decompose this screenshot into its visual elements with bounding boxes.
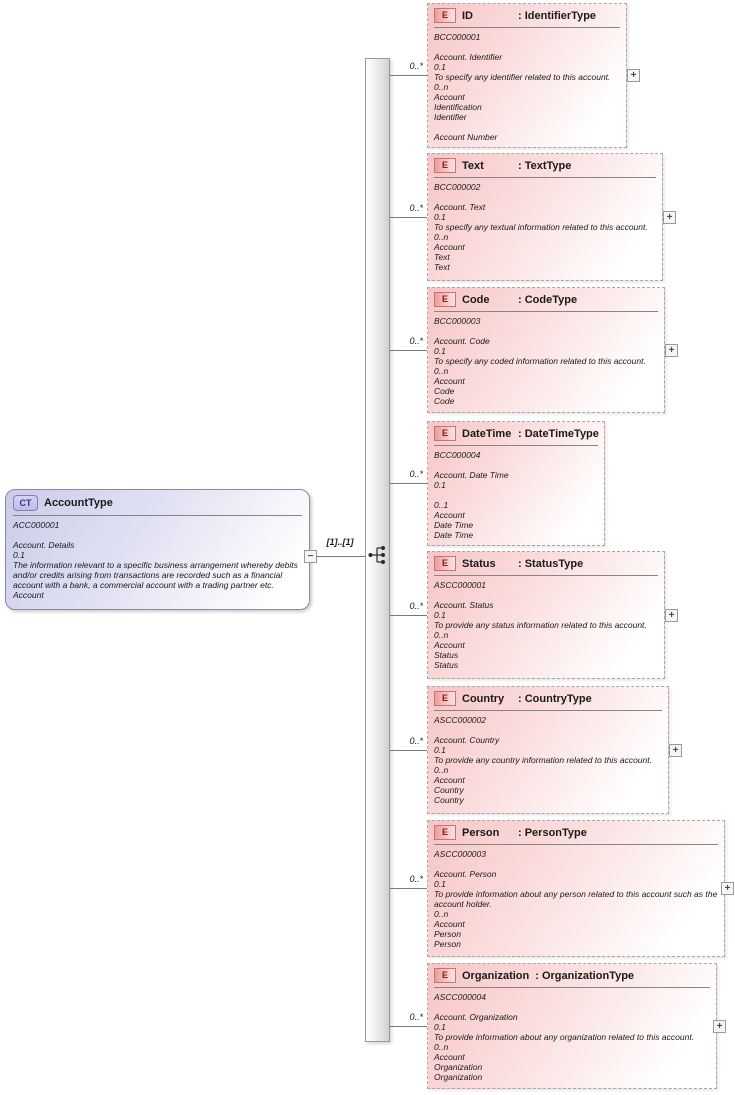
element-type: : IdentifierType bbox=[518, 9, 597, 22]
expand-icon[interactable]: + bbox=[721, 882, 734, 895]
element-name: Person bbox=[462, 826, 500, 839]
occurrence-label: [1]..[1] bbox=[326, 537, 354, 547]
expand-icon[interactable]: + bbox=[713, 1020, 726, 1033]
element-header: E Code : CodeType bbox=[433, 291, 659, 309]
element-box-code[interactable]: E Code : CodeType BCC000003 Account. Cod… bbox=[427, 287, 665, 413]
complex-type-icon: CT bbox=[13, 495, 38, 511]
connector-line bbox=[390, 750, 427, 751]
complex-type-box-accounttype[interactable]: CT AccountType ACC000001 Account. Detail… bbox=[5, 489, 310, 610]
element-type: : StatusType bbox=[518, 557, 584, 570]
cardinality-label: 0..* bbox=[409, 736, 423, 746]
connector-line bbox=[390, 615, 427, 616]
element-box-datetime[interactable]: E DateTime : DateTimeType BCC000004 Acco… bbox=[427, 421, 605, 546]
element-icon: E bbox=[434, 426, 456, 441]
expand-icon[interactable]: + bbox=[665, 344, 678, 357]
element-name: Text bbox=[462, 159, 484, 172]
connector-line bbox=[390, 350, 427, 351]
cardinality-label: 0..* bbox=[409, 203, 423, 213]
element-header: E Person : PersonType bbox=[433, 824, 719, 842]
element-name: DateTime bbox=[462, 427, 512, 440]
element-icon: E bbox=[434, 292, 456, 307]
element-header: E DateTime : DateTimeType bbox=[433, 425, 599, 443]
element-box-country[interactable]: E Country : CountryType ASCC000002 Accou… bbox=[427, 686, 669, 814]
divider bbox=[434, 27, 620, 28]
element-type: : DateTimeType bbox=[518, 427, 599, 440]
element-type: : TextType bbox=[518, 159, 572, 172]
cardinality-label: 0..* bbox=[409, 601, 423, 611]
element-type: : CodeType bbox=[518, 293, 578, 306]
complex-type-title: AccountType bbox=[44, 497, 113, 509]
element-icon: E bbox=[434, 158, 456, 173]
element-header: E Country : CountryType bbox=[433, 690, 663, 708]
element-icon: E bbox=[434, 8, 456, 23]
element-type: : OrganizationType bbox=[535, 969, 635, 982]
divider bbox=[434, 987, 710, 988]
expand-icon[interactable]: + bbox=[627, 69, 640, 82]
element-box-id[interactable]: E ID : IdentifierType BCC000001 Account.… bbox=[427, 3, 627, 148]
collapse-icon[interactable]: − bbox=[304, 550, 317, 563]
connector-line bbox=[390, 1026, 427, 1027]
element-box-text[interactable]: E Text : TextType BCC000002 Account. Tex… bbox=[427, 153, 663, 281]
connector-line bbox=[390, 217, 427, 218]
element-box-organization[interactable]: E Organization : OrganizationType ASCC00… bbox=[427, 963, 717, 1089]
element-name: Organization bbox=[462, 969, 530, 982]
divider bbox=[434, 710, 662, 711]
divider bbox=[434, 311, 658, 312]
divider bbox=[13, 515, 302, 516]
expand-icon[interactable]: + bbox=[669, 744, 682, 757]
element-name: ID bbox=[462, 9, 473, 22]
connector-line bbox=[390, 888, 427, 889]
expand-icon[interactable]: + bbox=[663, 211, 676, 224]
complex-type-header: CT AccountType bbox=[12, 494, 303, 513]
element-type: : PersonType bbox=[518, 826, 587, 839]
element-header: E Text : TextType bbox=[433, 157, 657, 175]
connector-line bbox=[390, 483, 427, 484]
element-icon: E bbox=[434, 968, 456, 983]
element-type: : CountryType bbox=[518, 692, 592, 705]
element-name: Code bbox=[462, 293, 490, 306]
cardinality-label: 0..* bbox=[409, 336, 423, 346]
element-box-status[interactable]: E Status : StatusType ASCC000001 Account… bbox=[427, 551, 665, 679]
expand-icon[interactable]: + bbox=[665, 609, 678, 622]
element-name: Country bbox=[462, 692, 505, 705]
element-header: E ID : IdentifierType bbox=[433, 7, 621, 25]
cardinality-label: 0..* bbox=[409, 874, 423, 884]
divider bbox=[434, 575, 658, 576]
element-icon: E bbox=[434, 825, 456, 840]
element-header: E Status : StatusType bbox=[433, 555, 659, 573]
connector-line bbox=[317, 556, 365, 557]
element-header: E Organization : OrganizationType bbox=[433, 967, 711, 985]
cardinality-label: 0..* bbox=[409, 1012, 423, 1022]
divider bbox=[434, 445, 598, 446]
divider bbox=[434, 844, 718, 845]
model-group-icon bbox=[368, 546, 385, 564]
cardinality-label: 0..* bbox=[409, 469, 423, 479]
cardinality-label: 0..* bbox=[409, 61, 423, 71]
element-name: Status bbox=[462, 557, 496, 570]
element-icon: E bbox=[434, 691, 456, 706]
divider bbox=[434, 177, 656, 178]
connector-line bbox=[390, 75, 427, 76]
element-icon: E bbox=[434, 556, 456, 571]
element-box-person[interactable]: E Person : PersonType ASCC000003 Account… bbox=[427, 820, 725, 957]
